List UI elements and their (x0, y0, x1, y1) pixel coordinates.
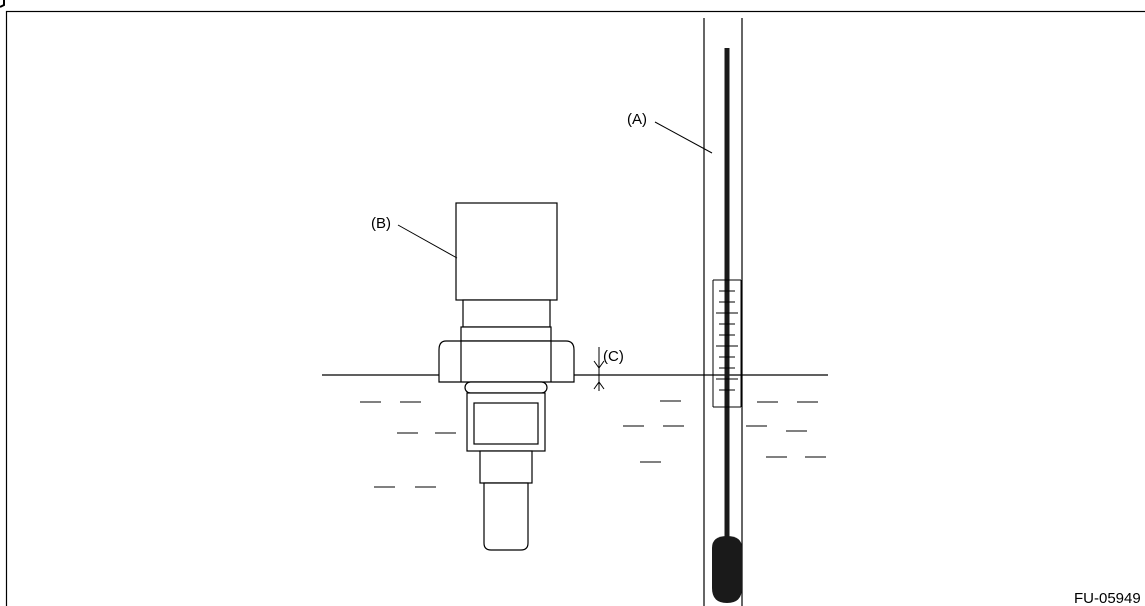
sensor-stem (479, 450, 533, 484)
sensor-o-ring (464, 381, 548, 394)
figure-id: FU-05949 (1074, 590, 1141, 606)
diagram-frame (5, 10, 1145, 606)
thermometer-bulb (712, 536, 742, 603)
label-gap: (C) (603, 348, 624, 365)
label-thermometer: (A) (627, 111, 647, 128)
gap-dimension-marker (593, 347, 605, 391)
thermometer-scale-ticks (716, 290, 738, 391)
leader-line-sensor (397, 224, 458, 259)
sensor-collar (460, 326, 552, 342)
sensor-connector-head (455, 202, 558, 301)
label-sensor: (B) (371, 215, 391, 232)
thermometer-mercury-column (724, 48, 730, 548)
temperature-sensor (438, 202, 575, 551)
liquid-dashes (360, 400, 826, 488)
leader-line-thermometer (654, 121, 713, 154)
sensor-upper-neck (462, 299, 551, 328)
sensor-probe-tip (483, 482, 529, 551)
sensor-hex-nut (438, 340, 575, 383)
thermometer (703, 18, 743, 606)
sensor-body-window (473, 402, 539, 445)
cropped-glyph (0, 0, 5, 8)
